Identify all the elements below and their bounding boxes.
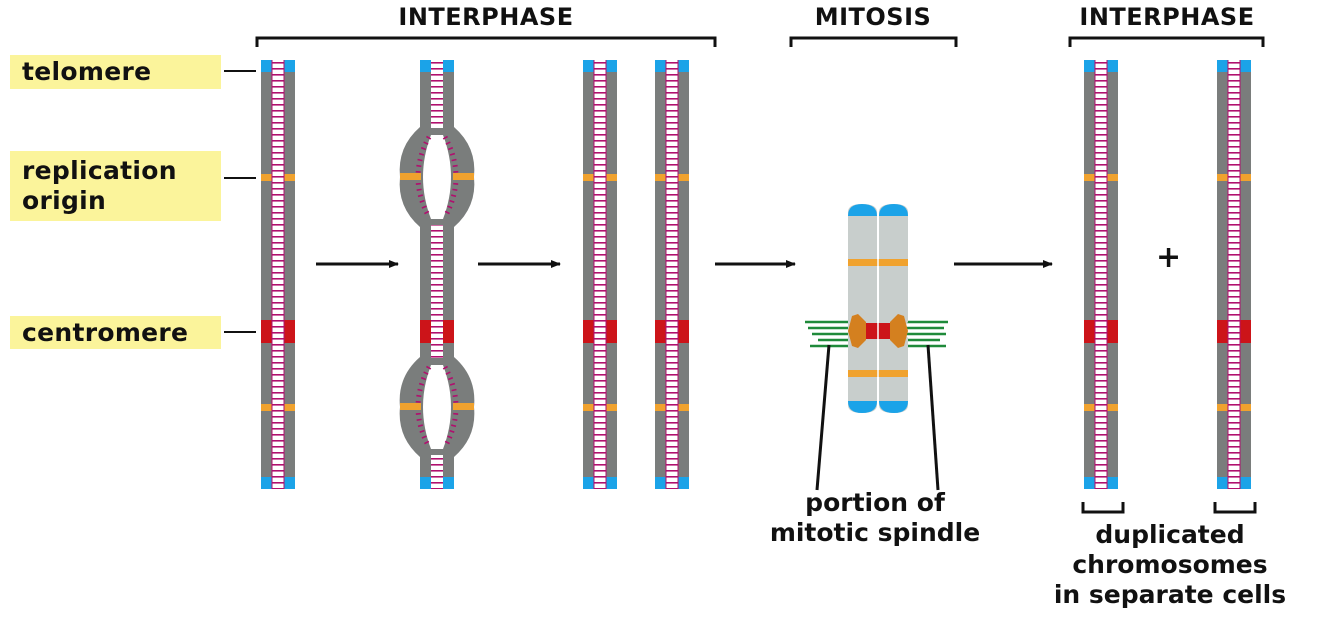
spindle-pointer-right	[926, 344, 940, 491]
telomere-label: telomere	[22, 57, 152, 86]
replication-origin-label-line2: origin	[22, 186, 107, 215]
spindle-fibers-right	[905, 320, 948, 348]
mitotic-telomere-top-right	[879, 204, 908, 216]
replication-origin-label-box	[10, 151, 221, 221]
dna-base-pairs	[666, 60, 678, 489]
spindle-fibers-left	[805, 320, 852, 348]
bracket-interphase-1	[255, 36, 717, 47]
chromosome-unreplicated	[261, 60, 295, 489]
kinetochore-right	[890, 314, 908, 348]
bracket-cell-1	[1081, 502, 1125, 514]
chromosome-replicated-sister-1	[583, 60, 617, 489]
centromere-label: centromere	[22, 318, 189, 347]
kinetochore-left	[848, 314, 866, 348]
bracket-cell-2	[1213, 502, 1257, 514]
bracket-mitosis	[789, 36, 958, 47]
dna-base-pairs	[272, 60, 284, 489]
dna-base-pairs	[594, 60, 606, 489]
replication-bubble-top	[399, 127, 475, 227]
replication-origin-label-line1: replication	[22, 156, 177, 185]
chromosome-daughter-2	[1217, 60, 1251, 489]
mitotic-chromosome	[805, 204, 948, 491]
chromosome-daughter-1	[1084, 60, 1118, 489]
spindle-pointer-left	[815, 344, 831, 491]
mitotic-telomere-bottom-left	[848, 401, 877, 413]
mitotic-chromatid-left	[848, 204, 877, 413]
mitotic-telomere-top-left	[848, 204, 877, 216]
dna-base-pairs	[1228, 60, 1240, 489]
telomere-label-box	[10, 55, 221, 89]
duplicated-caption: duplicated chromosomes in separate cells	[1020, 520, 1320, 610]
phase-title-mitosis: MITOSIS	[814, 3, 932, 31]
replication-bubble-bottom	[399, 357, 475, 457]
duplicated-caption-line1: duplicated	[1095, 520, 1245, 549]
chromosome-replicating	[399, 60, 475, 489]
chromosome-replicated-sister-2	[655, 60, 689, 489]
dna-base-pairs	[1095, 60, 1107, 489]
bracket-interphase-2	[1068, 36, 1265, 47]
centromere-label-box	[10, 316, 221, 349]
mitotic-telomere-bottom-right	[879, 401, 908, 413]
phase-title-interphase-1: INTERPHASE	[398, 3, 574, 31]
mitotic-chromatid-right	[879, 204, 908, 413]
duplicated-caption-line2: chromosomes	[1072, 550, 1268, 579]
spindle-caption: portion of mitotic spindle	[730, 488, 1020, 548]
phase-title-interphase-2: INTERPHASE	[1079, 3, 1255, 31]
duplicated-caption-line3: in separate cells	[1053, 580, 1287, 609]
plus-sign: +	[1156, 240, 1182, 275]
spindle-caption-line1: portion of	[805, 488, 945, 517]
spindle-caption-line2: mitotic spindle	[769, 518, 981, 547]
